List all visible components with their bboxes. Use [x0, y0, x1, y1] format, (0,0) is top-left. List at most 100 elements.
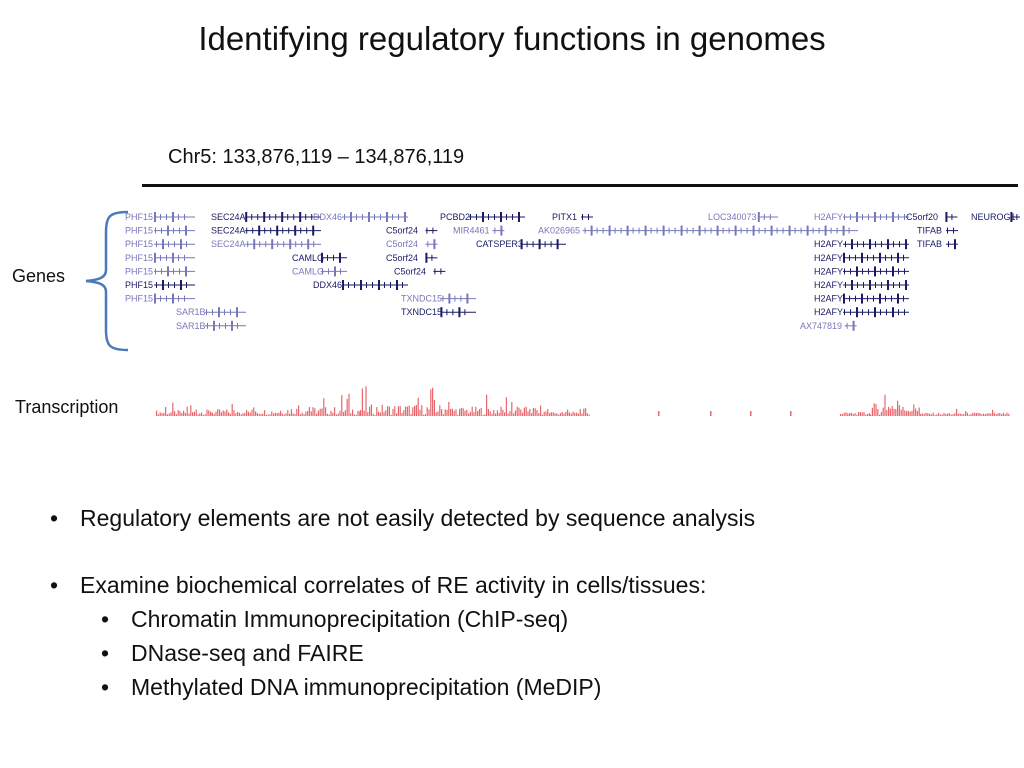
gene-exon [947, 227, 948, 234]
gene-exon [638, 227, 640, 234]
gene-exon [294, 225, 297, 236]
signal-bar [911, 410, 913, 416]
gene-label: TXNDC15 [401, 294, 442, 304]
gene-exon [620, 227, 622, 234]
gene-exon [855, 254, 856, 261]
gene-exon [843, 293, 845, 304]
gene-exon [881, 241, 882, 248]
signal-bar [285, 413, 287, 416]
signal-bar [267, 414, 269, 416]
signal-bar [435, 412, 437, 416]
signal-bar [489, 411, 491, 416]
gene-exon [1016, 214, 1018, 220]
gene-exon [396, 280, 398, 290]
signal-bar [439, 405, 441, 416]
signal-bar [423, 414, 425, 416]
signal-bar [970, 414, 972, 416]
signal-bar [210, 413, 212, 416]
gene-label: C5orf24 [386, 239, 418, 249]
signal-bar [323, 398, 325, 416]
gene-label: PCBD2 [440, 212, 470, 222]
gene-exon [283, 241, 285, 248]
gene-exon [482, 212, 484, 222]
signal-bar [199, 413, 201, 416]
gene-exon [287, 214, 289, 220]
signal-bar [534, 408, 536, 416]
signal-bar [385, 410, 387, 416]
signal-bar [540, 405, 542, 416]
signal-bar [276, 413, 278, 416]
gene-exon [740, 227, 742, 234]
gene-exon [372, 282, 373, 288]
signal-bar [446, 409, 448, 416]
gene-exon [794, 227, 796, 234]
gene-exon [856, 212, 858, 222]
signal-bar [177, 410, 179, 416]
gene-label: PHF15 [125, 226, 153, 236]
gene-exon [898, 268, 899, 275]
signal-bar [415, 405, 417, 416]
signal-bar [514, 410, 516, 416]
gene-exon [180, 239, 182, 250]
signal-bar [190, 405, 192, 416]
gene-exon [782, 227, 784, 234]
gene-exon [886, 214, 887, 220]
signal-bar [990, 413, 992, 416]
gene-exon [873, 254, 874, 261]
gene-exon [788, 225, 791, 236]
gene-exon [432, 227, 434, 234]
gene-exon [951, 214, 953, 220]
gene-exon [253, 239, 256, 250]
signal-bar [453, 410, 455, 416]
signal-bar [543, 411, 545, 416]
signal-bar [847, 413, 849, 416]
gene-exon [440, 268, 442, 275]
signal-bar [856, 414, 858, 416]
signal-bar [877, 409, 879, 416]
signal-bar [332, 412, 334, 416]
gene-exon [348, 282, 349, 288]
signal-bar [529, 408, 531, 416]
gene-exon [172, 252, 174, 263]
bullet-item: •Examine biochemical correlates of RE ac… [50, 572, 706, 599]
signal-bar [999, 412, 1001, 416]
signal-bar [412, 407, 414, 416]
gene-exon [873, 295, 874, 302]
signal-bar [929, 413, 931, 416]
signal-bar [750, 411, 752, 416]
signal-bar [403, 410, 405, 416]
signal-bar [863, 412, 865, 416]
signal-bar [201, 412, 203, 416]
signal-bar [419, 409, 421, 416]
gene-exon [588, 214, 589, 220]
gene-exon [488, 214, 489, 220]
signal-bar [184, 412, 186, 416]
signal-bar [906, 411, 908, 416]
signal-bar [867, 414, 869, 416]
gene-exon [368, 212, 370, 222]
gene-exon [378, 280, 380, 290]
signal-bar [1002, 412, 1004, 416]
gene-label: TXNDC15 [401, 307, 442, 317]
gene-exon [179, 268, 180, 275]
gene-exon [680, 225, 683, 236]
gene-exon [374, 214, 375, 220]
signal-bar [360, 410, 362, 416]
gene-exon [945, 212, 948, 222]
gene-exon [596, 227, 598, 234]
gene-exon [218, 307, 220, 318]
signal-bar [168, 413, 170, 416]
signal-bar [843, 412, 845, 416]
signal-bar [496, 410, 498, 416]
gene-exon [852, 320, 855, 331]
gene-exon [426, 227, 428, 234]
gene-exon [844, 309, 845, 316]
gene-exon [257, 214, 259, 220]
signal-bar [491, 413, 493, 416]
signal-bar [390, 414, 392, 416]
gene-exon [874, 266, 876, 277]
gene-exon [384, 282, 385, 288]
gene-exon [247, 241, 249, 248]
gene-exon [470, 214, 471, 220]
gene-exon [313, 241, 315, 248]
